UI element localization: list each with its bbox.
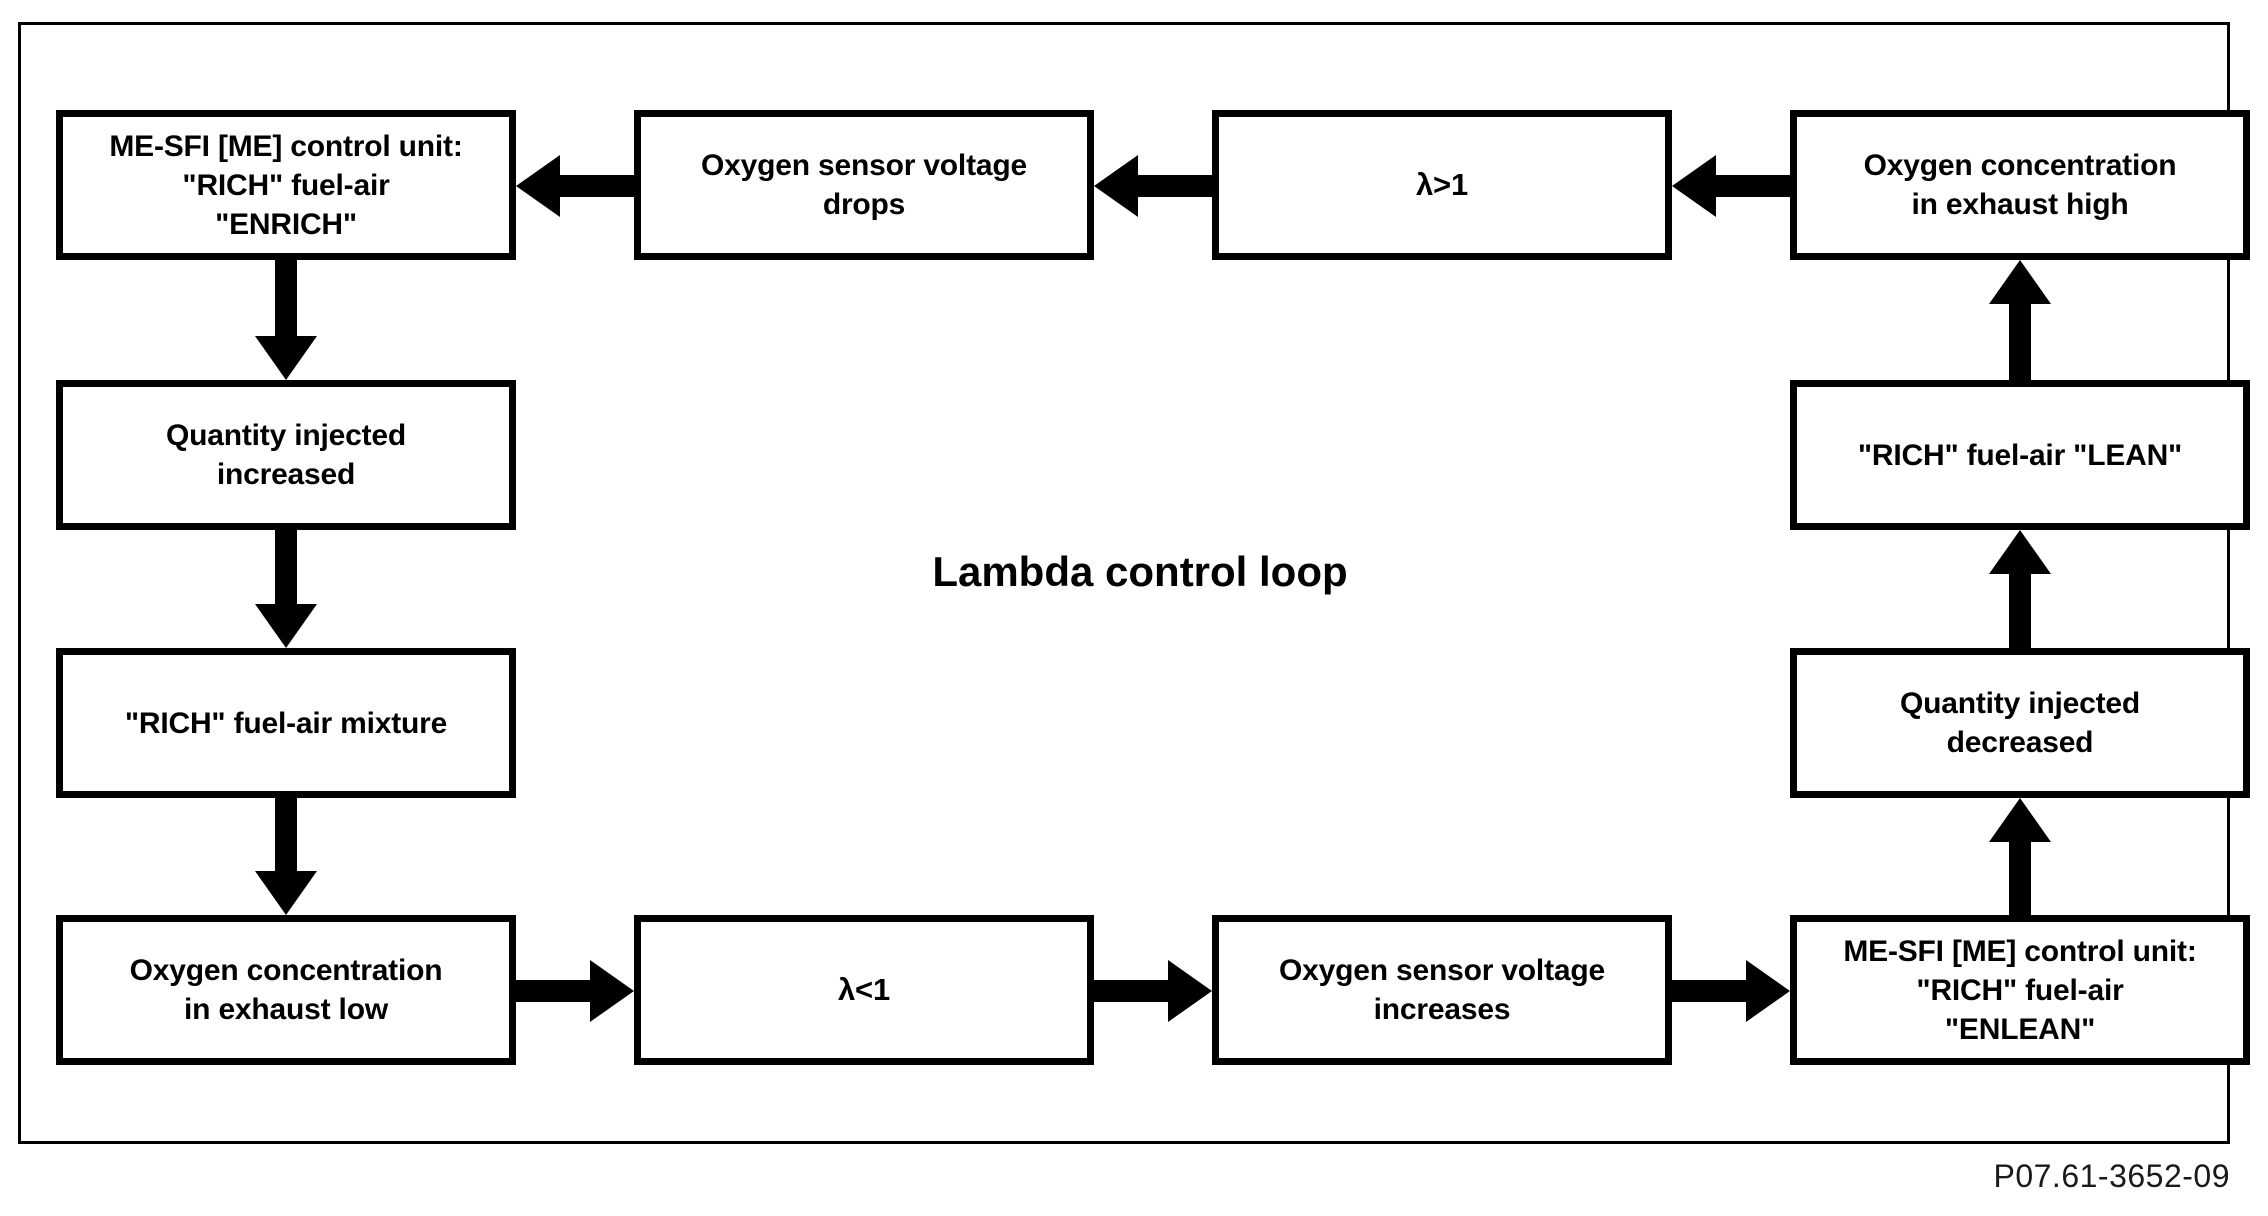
arrow-up-me-sfi-enlean-to-quantity-decreased: [1989, 798, 2051, 915]
flow-box-oxygen-sensor-voltage-increases[interactable]: Oxygen sensor voltage increases: [1212, 915, 1672, 1065]
arrow-head-left-icon: [1672, 155, 1716, 217]
flow-box-lambda-greater-than-one[interactable]: λ>1: [1212, 110, 1672, 260]
flow-box-rich-fuel-air-lean[interactable]: "RICH" fuel-air "LEAN": [1790, 380, 2250, 530]
diagram-title: Lambda control loop: [932, 548, 1348, 595]
arrow-head-up-icon: [1989, 260, 2051, 304]
arrow-left-exhaust-high-to-lambda-gt: [1672, 155, 1790, 217]
arrow-right-lambda-lt-to-voltage-increases: [1094, 960, 1212, 1022]
arrow-shaft: [560, 175, 634, 197]
arrow-shaft: [2009, 574, 2031, 648]
flow-box-label: Quantity injected decreased: [1900, 687, 2140, 759]
arrow-right-exhaust-low-to-lambda-lt: [516, 960, 634, 1022]
arrow-head-down-icon: [255, 871, 317, 915]
flow-box-rich-fuel-air-mixture[interactable]: "RICH" fuel-air mixture: [56, 648, 516, 798]
arrow-shaft: [1716, 175, 1790, 197]
arrow-shaft: [2009, 842, 2031, 915]
flow-box-lambda-less-than-one[interactable]: λ<1: [634, 915, 1094, 1065]
arrow-left-lambda-gt-to-voltage-drops: [1094, 155, 1212, 217]
flow-box-label: Oxygen sensor voltage drops: [701, 149, 1027, 221]
flow-box-label: Oxygen sensor voltage increases: [1279, 954, 1605, 1026]
flow-box-label: ME-SFI [ME] control unit: "RICH" fuel-ai…: [1843, 934, 2197, 1046]
arrow-shaft: [1094, 980, 1168, 1002]
arrow-down-rich-mixture-to-exhaust-low: [255, 798, 317, 915]
arrow-head-right-icon: [1168, 960, 1212, 1022]
flow-box-label: ME-SFI [ME] control unit: "RICH" fuel-ai…: [109, 129, 463, 241]
arrow-shaft: [1672, 980, 1746, 1002]
flow-box-me-sfi-enlean[interactable]: ME-SFI [ME] control unit: "RICH" fuel-ai…: [1790, 915, 2250, 1065]
flow-box-label: λ>1: [1416, 166, 1468, 202]
arrow-head-right-icon: [590, 960, 634, 1022]
flow-box-label: "RICH" fuel-air mixture: [124, 706, 448, 740]
arrow-left-voltage-drops-to-me-sfi-enrich: [516, 155, 634, 217]
arrow-head-down-icon: [255, 604, 317, 648]
flow-box-label: Oxygen concentration in exhaust high: [1863, 149, 2177, 221]
figure-reference-code: P07.61-3652-09: [1993, 1158, 2230, 1194]
arrow-down-quantity-increased-to-rich-mixture: [255, 530, 317, 648]
arrow-head-left-icon: [1094, 155, 1138, 217]
arrow-shaft: [516, 980, 590, 1002]
arrow-head-up-icon: [1989, 530, 2051, 574]
arrow-head-down-icon: [255, 336, 317, 380]
flow-box-label: Oxygen concentration in exhaust low: [129, 954, 443, 1026]
flow-box-quantity-injected-decreased[interactable]: Quantity injected decreased: [1790, 648, 2250, 798]
flow-box-label: Quantity injected increased: [166, 419, 406, 491]
arrow-right-voltage-increases-to-me-sfi-enlean: [1672, 960, 1790, 1022]
arrow-up-rich-lean-to-exhaust-high: [1989, 260, 2051, 380]
flow-box-oxygen-sensor-voltage-drops[interactable]: Oxygen sensor voltage drops: [634, 110, 1094, 260]
arrow-head-left-icon: [516, 155, 560, 217]
flow-box-label: λ<1: [838, 971, 890, 1007]
arrow-shaft: [275, 260, 297, 336]
arrow-down-me-sfi-enrich-to-quantity-increased: [255, 260, 317, 380]
arrow-shaft: [1138, 175, 1212, 197]
arrow-head-right-icon: [1746, 960, 1790, 1022]
flow-box-oxygen-concentration-exhaust-low[interactable]: Oxygen concentration in exhaust low: [56, 915, 516, 1065]
arrow-shaft: [275, 530, 297, 604]
arrow-shaft: [2009, 304, 2031, 380]
arrow-up-quantity-decreased-to-rich-lean: [1989, 530, 2051, 648]
flow-box-quantity-injected-increased[interactable]: Quantity injected increased: [56, 380, 516, 530]
arrow-head-up-icon: [1989, 798, 2051, 842]
arrow-shaft: [275, 798, 297, 871]
flow-box-oxygen-concentration-exhaust-high[interactable]: Oxygen concentration in exhaust high: [1790, 110, 2250, 260]
flow-box-me-sfi-enrich[interactable]: ME-SFI [ME] control unit: "RICH" fuel-ai…: [56, 110, 516, 260]
flow-box-label: "RICH" fuel-air "LEAN": [1857, 438, 2183, 472]
